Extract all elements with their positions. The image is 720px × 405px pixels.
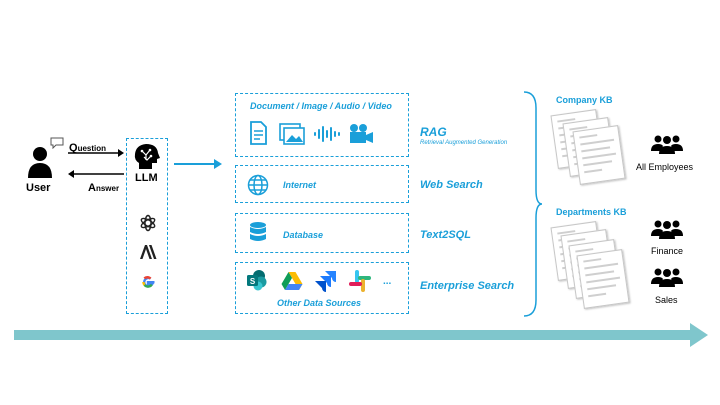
bottom-timeline-arrow <box>14 323 708 347</box>
ellipsis: ... <box>383 276 392 287</box>
question-label: Question <box>69 142 107 154</box>
database-icon <box>249 221 267 250</box>
image-icon <box>279 123 305 150</box>
sales-group-icon <box>650 267 684 292</box>
company-kb-title: Company KB <box>556 95 613 105</box>
finance-label: Finance <box>651 246 684 256</box>
internet-label: Internet <box>283 180 317 190</box>
answer-label: Answer <box>88 182 120 194</box>
grouping-brace <box>523 91 543 317</box>
all-employees-icon <box>650 134 684 159</box>
database-box <box>235 213 409 253</box>
finance-group-icon <box>650 219 684 244</box>
document-icon <box>249 121 267 150</box>
company-kb-documents <box>550 109 626 192</box>
slack-icon <box>349 270 371 297</box>
openai-icon <box>139 214 157 237</box>
brain-head-icon <box>133 143 161 174</box>
web-search-title: Web Search <box>420 179 483 191</box>
enterprise-sources-box <box>235 262 409 314</box>
anthropic-icon <box>139 244 157 265</box>
user-label: User <box>26 182 51 194</box>
all-employees-label: All Employees <box>636 162 694 172</box>
svg-text:S: S <box>250 277 256 286</box>
other-sources-label: Other Data Sources <box>277 298 362 308</box>
database-label: Database <box>283 230 324 240</box>
rag-sources-box <box>235 93 409 157</box>
internet-box <box>235 165 409 203</box>
chat-bubble-icon <box>50 136 64 154</box>
audio-waveform-icon <box>313 125 341 148</box>
departments-kb-documents <box>550 221 630 314</box>
text2sql-title: Text2SQL <box>420 229 471 241</box>
globe-icon <box>247 174 269 201</box>
llm-label: LLM <box>135 172 158 184</box>
video-camera-icon <box>348 123 374 150</box>
answer-arrow <box>68 170 124 178</box>
enterprise-search-title: Enterprise Search <box>420 280 515 292</box>
llm-to-sources-arrow <box>174 159 222 169</box>
jira-icon <box>315 270 337 297</box>
sales-label: Sales <box>655 295 678 305</box>
rag-title: RAG <box>420 125 447 139</box>
google-icon <box>139 273 157 296</box>
user-icon <box>27 146 53 178</box>
google-drive-icon <box>281 271 303 296</box>
rag-sources-heading: Document / Image / Audio / Video <box>250 101 392 111</box>
sharepoint-icon: S <box>246 269 268 296</box>
rag-subtitle: Retrieval Augmented Generation <box>420 140 508 146</box>
llm-box <box>126 138 168 314</box>
question-arrow <box>68 149 124 157</box>
departments-kb-title: Departments KB <box>556 207 627 217</box>
